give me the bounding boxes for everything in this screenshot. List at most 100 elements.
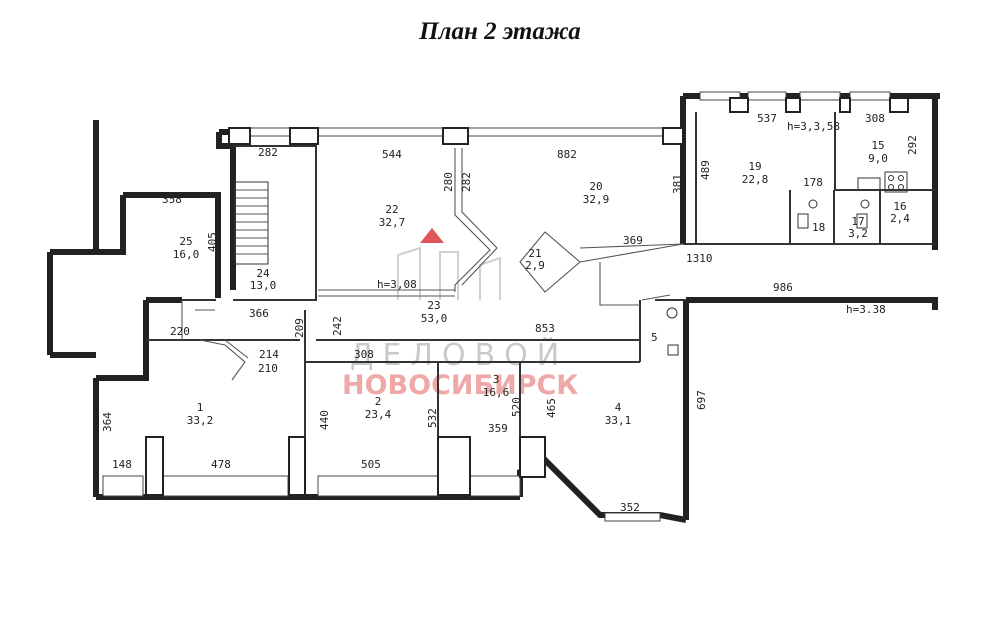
svg-text:16: 16 — [893, 200, 906, 213]
dim-label: 882 — [557, 148, 577, 161]
svg-text:24: 24 — [256, 267, 270, 280]
svg-text:22,8: 22,8 — [742, 173, 769, 186]
room-15: 15 9,0 — [868, 139, 888, 165]
dim-label: 308 — [354, 348, 374, 361]
watermark-logo: ДЕЛОВОЙ НОВОСИБИРСК — [342, 228, 578, 401]
room-20: 20 32,9 — [583, 180, 610, 206]
dim-label: 381 — [671, 174, 684, 194]
dim-label: 210 — [258, 362, 278, 375]
pillars — [145, 97, 909, 496]
staircase — [234, 181, 269, 265]
washbasin-icon — [860, 199, 870, 209]
watermark-buildings-icon — [397, 246, 501, 300]
dim-label: 478 — [211, 458, 231, 471]
watermark-line1: ДЕЛОВОЙ — [350, 337, 568, 373]
room-23: 23 53,0 — [421, 299, 448, 325]
dim-label: 697 — [695, 390, 708, 410]
svg-text:23: 23 — [427, 299, 440, 312]
room-2: 2 23,4 — [365, 395, 392, 421]
room-22: 22 32,7 — [379, 203, 406, 229]
fixtures — [666, 171, 908, 356]
dim-label: 405 — [206, 232, 219, 252]
height-labels: h=3,3,58 h=3,08 h=3.38 — [377, 120, 886, 316]
svg-text:16,6: 16,6 — [483, 386, 510, 399]
height-label: h=3,3,58 — [787, 120, 840, 133]
room-21: 21 2,9 — [525, 247, 545, 272]
dim-label: 532 — [426, 408, 439, 428]
dim-label: 242 — [331, 316, 344, 336]
svg-text:2,4: 2,4 — [890, 212, 910, 225]
svg-text:2: 2 — [375, 395, 382, 408]
dim-label: 366 — [249, 307, 269, 320]
dim-label: 489 — [699, 160, 712, 180]
svg-text:16,0: 16,0 — [173, 248, 200, 261]
room-24: 24 13,0 — [250, 267, 277, 292]
toilet-icon — [856, 213, 868, 229]
room-4: 4 33,1 — [605, 401, 632, 427]
svg-text:1: 1 — [197, 401, 204, 414]
dim-label: 986 — [773, 281, 793, 294]
room-16: 16 2,4 — [890, 200, 910, 225]
room-1: 1 33,2 — [187, 401, 214, 427]
dim-label: 520 — [510, 397, 523, 417]
dim-label: 853 — [535, 322, 555, 335]
svg-text:2,9: 2,9 — [525, 259, 545, 272]
dim-label: 214 — [259, 348, 279, 361]
room-19: 19 22,8 — [742, 160, 769, 186]
svg-text:4: 4 — [615, 401, 622, 414]
dim-label: 358 — [162, 193, 182, 206]
toilet-icon — [667, 344, 679, 356]
svg-text:25: 25 — [179, 235, 192, 248]
svg-text:20: 20 — [589, 180, 602, 193]
exterior-walls — [47, 93, 940, 523]
svg-text:22: 22 — [385, 203, 398, 216]
dim-label: 292 — [906, 135, 919, 155]
svg-text:3: 3 — [493, 373, 500, 386]
dim-label: 148 — [112, 458, 132, 471]
dim-label: 220 — [170, 325, 190, 338]
height-label: h=3,08 — [377, 278, 417, 291]
washbasin-icon — [666, 307, 678, 319]
interior-walls — [146, 112, 935, 437]
room-17: 17 3,2 — [848, 215, 868, 240]
room-25: 25 16,0 — [173, 235, 200, 261]
dim-label: 282 — [258, 146, 278, 159]
sink-icon — [857, 177, 881, 191]
dim-label: 352 — [620, 501, 640, 514]
svg-text:19: 19 — [748, 160, 761, 173]
stove-icon — [884, 171, 908, 193]
dim-label: 5 — [651, 331, 658, 344]
svg-text:32,9: 32,9 — [583, 193, 610, 206]
windows — [102, 91, 891, 522]
dim-label: 505 — [361, 458, 381, 471]
svg-text:32,7: 32,7 — [379, 216, 406, 229]
room-3: 3 16,6 — [483, 373, 510, 399]
dim-label: 18 — [812, 221, 825, 234]
dim-label: 280 — [442, 172, 455, 192]
watermark-line2: НОВОСИБИРСК — [342, 370, 578, 401]
dim-label: 544 — [382, 148, 402, 161]
dim-label: 1310 — [686, 252, 713, 265]
dim-label: 209 — [293, 318, 306, 338]
svg-text:33,2: 33,2 — [187, 414, 214, 427]
watermark-roof-icon — [420, 228, 444, 243]
svg-text:21: 21 — [528, 247, 541, 260]
svg-text:15: 15 — [871, 139, 884, 152]
svg-text:3,2: 3,2 — [848, 227, 868, 240]
dim-label: 282 — [460, 172, 473, 192]
svg-text:23,4: 23,4 — [365, 408, 392, 421]
dim-label: 369 — [623, 234, 643, 247]
svg-text:17: 17 — [851, 215, 864, 228]
dim-label: 364 — [101, 412, 114, 432]
dim-label: 440 — [318, 410, 331, 430]
washbasin-icon — [808, 199, 818, 209]
svg-text:33,1: 33,1 — [605, 414, 632, 427]
dim-label: 359 — [488, 422, 508, 435]
height-label: h=3.38 — [846, 303, 886, 316]
dim-label: 178 — [803, 176, 823, 189]
ventilation-ducts — [181, 148, 684, 381]
dimension-labels: 282 544 882 537 308 358 405 280 282 381 … — [101, 112, 919, 514]
svg-text:53,0: 53,0 — [421, 312, 448, 325]
svg-text:13,0: 13,0 — [250, 279, 277, 292]
